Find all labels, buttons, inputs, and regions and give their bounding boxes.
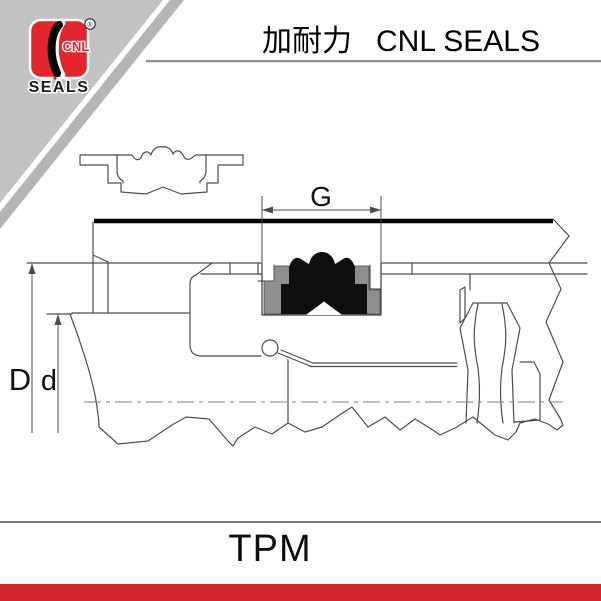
break-line-right <box>545 218 570 426</box>
header-title: 加耐力 CNL SEALS <box>262 16 540 60</box>
seal-bottom-notch <box>306 301 342 315</box>
logo-red-dot <box>53 76 57 80</box>
rod-chamfer-lines <box>277 349 314 367</box>
dim-label-d-major: D <box>9 362 31 397</box>
dim-label-g: G <box>310 181 332 212</box>
retaining-bolt <box>459 273 541 424</box>
seal-body <box>281 252 367 314</box>
logo-red-square <box>28 18 90 80</box>
footer-red-bar <box>0 584 601 601</box>
piston-surface-lines <box>26 262 588 275</box>
break-line-bottom <box>98 406 564 447</box>
dim-d-major-arrow <box>28 263 36 274</box>
piston-body-outline <box>189 262 262 357</box>
brand-logo: CNL ® SEALS <box>27 18 96 98</box>
brand-name-cn: 加耐力 <box>262 25 352 58</box>
shaft-left-edge <box>69 313 100 428</box>
footer-divider <box>0 521 601 523</box>
dim-label-d-minor: d <box>41 365 57 397</box>
dim-g-arrow-left <box>262 206 273 214</box>
seal-profile-inner-left <box>116 154 124 184</box>
registered-mark-circle <box>84 18 96 30</box>
rod-surface-lines <box>309 362 458 368</box>
seal-profile-outline <box>79 146 244 195</box>
dim-g-arrow-right <box>370 206 381 214</box>
dim-d-minor-arrow <box>54 314 62 325</box>
brand-name-en: CNL SEALS <box>376 25 540 58</box>
surface-step-lines <box>229 262 413 275</box>
oring-detail <box>261 339 279 357</box>
logo-name: SEALS <box>29 79 90 96</box>
logo-seal-swoosh-icon <box>47 21 63 77</box>
installed-seal <box>263 252 381 315</box>
header-divider <box>146 60 601 63</box>
gland-outline <box>46 221 191 315</box>
product-model: TPM <box>228 528 312 570</box>
seal-profile-inner-right <box>199 154 207 184</box>
dim-g-extension-lines <box>261 196 382 262</box>
corner-triangle-band <box>0 0 184 229</box>
dimensions <box>28 196 382 433</box>
registered-mark: ® <box>87 21 93 29</box>
logo-abbr: CNL <box>63 39 90 54</box>
